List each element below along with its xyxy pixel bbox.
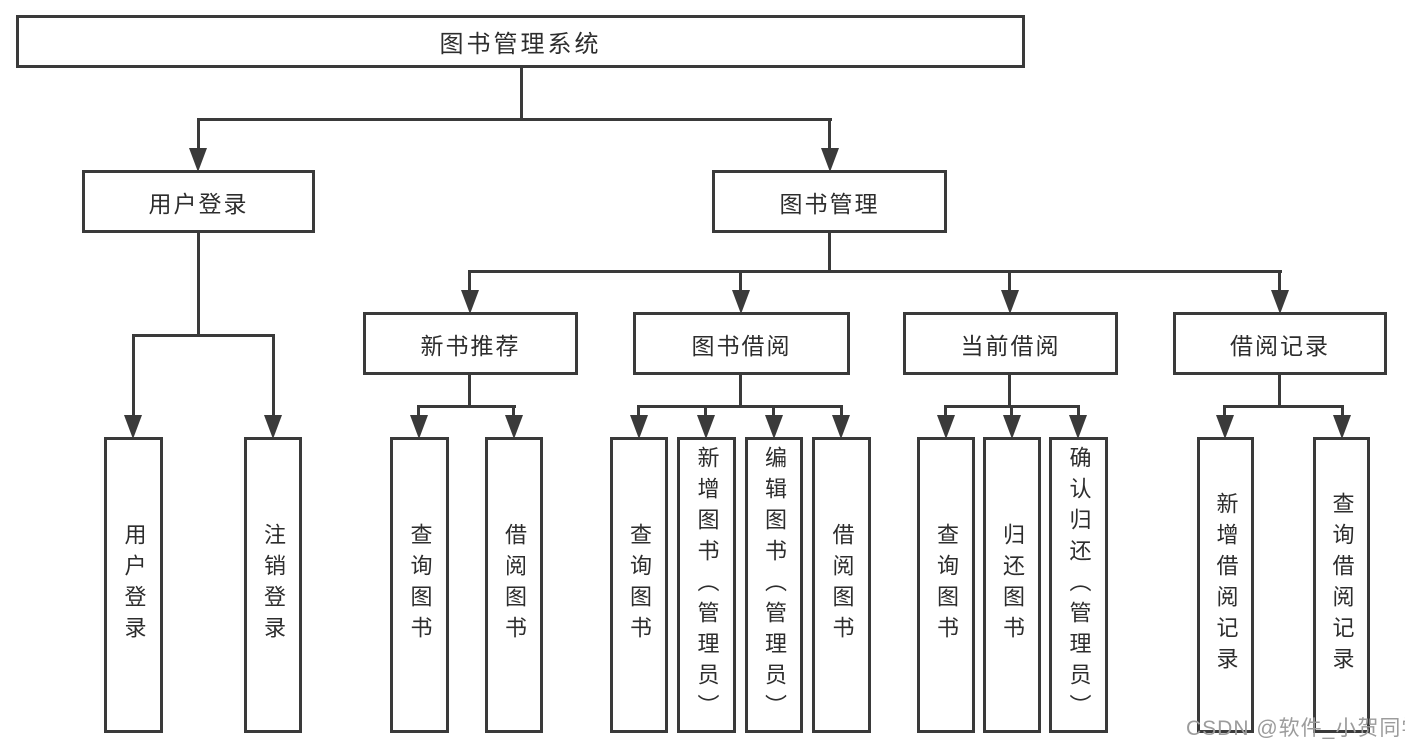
leaf-newbook-borrow-books: 借阅图书 (485, 437, 543, 733)
leaf-current-query-books: 查询图书 (917, 437, 975, 733)
connector-line (520, 68, 523, 121)
arrow-down-icon (505, 415, 523, 439)
connector-line (944, 405, 947, 417)
leaf-label: 新增图书（管理员） (694, 445, 720, 725)
connector-line (1077, 405, 1080, 417)
leaf-label: 查询图书 (407, 523, 433, 647)
leaf-label: 查询借阅记录 (1329, 492, 1355, 678)
leaf-user-login: 用户登录 (104, 437, 163, 733)
node-book-management: 图书管理 (712, 170, 947, 233)
leaf-label: 查询图书 (934, 523, 959, 647)
leaf-label: 查询图书 (627, 523, 652, 647)
connector-line (828, 232, 831, 273)
arrow-down-icon (189, 148, 207, 172)
connector-line (704, 405, 707, 417)
csdn-watermark: CSDN @软件_小贺同学 (1186, 717, 1405, 740)
connector-line (272, 334, 275, 417)
leaf-label: 归还图书 (1000, 523, 1025, 647)
connector-line (1278, 270, 1281, 292)
arrow-down-icon (1069, 415, 1087, 439)
node-current-borrowing: 当前借阅 (903, 312, 1118, 375)
connector-line (132, 334, 135, 417)
connector-line (468, 270, 1282, 273)
leaf-records-add-record: 新增借阅记录 (1197, 437, 1254, 733)
node-borrowing-records: 借阅记录 (1173, 312, 1387, 375)
connector-line (739, 374, 742, 408)
connector-line (468, 374, 471, 408)
arrow-down-icon (1333, 415, 1351, 439)
leaf-label: 编辑图书（管理员） (762, 445, 787, 725)
leaf-borrowing-edit-books-admin: 编辑图书（管理员） (745, 437, 803, 733)
leaf-current-return-books: 归还图书 (983, 437, 1041, 733)
connector-line (840, 405, 843, 417)
node-book-borrowing: 图书借阅 (633, 312, 850, 375)
arrow-down-icon (697, 415, 715, 439)
arrow-down-icon (732, 290, 750, 314)
leaf-records-query-record: 查询借阅记录 (1313, 437, 1370, 733)
connector-line (417, 405, 516, 408)
arrow-down-icon (821, 148, 839, 172)
connector-line (1223, 405, 1344, 408)
leaf-newbook-query-books: 查询图书 (390, 437, 449, 733)
arrow-down-icon (410, 415, 428, 439)
arrow-down-icon (1003, 415, 1021, 439)
leaf-logout: 注销登录 (244, 437, 302, 733)
connector-line (132, 334, 275, 337)
arrow-down-icon (832, 415, 850, 439)
connector-line (197, 118, 200, 150)
connector-line (512, 405, 515, 417)
connector-line (197, 233, 200, 336)
arrow-down-icon (1216, 415, 1234, 439)
leaf-borrowing-borrow-books: 借阅图书 (812, 437, 871, 733)
connector-line (1341, 405, 1344, 417)
connector-line (1010, 405, 1013, 417)
connector-line (417, 405, 420, 417)
arrow-down-icon (630, 415, 648, 439)
node-user-login: 用户登录 (82, 170, 315, 233)
connector-line (1223, 405, 1226, 417)
connector-line (637, 405, 640, 417)
connector-line (1278, 374, 1281, 408)
arrow-down-icon (765, 415, 783, 439)
connector-line (468, 270, 471, 292)
node-new-book-recommend: 新书推荐 (363, 312, 578, 375)
leaf-label: 借阅图书 (502, 523, 527, 647)
leaf-borrowing-query-books: 查询图书 (610, 437, 668, 733)
leaf-label: 注销登录 (261, 523, 286, 647)
connector-line (197, 118, 832, 121)
connector-line (772, 405, 775, 417)
connector-line (1008, 374, 1011, 408)
leaf-label: 确认归还（管理员） (1066, 445, 1092, 725)
arrow-down-icon (1001, 290, 1019, 314)
connector-line (1008, 270, 1011, 292)
connector-line (739, 270, 742, 292)
arrow-down-icon (124, 415, 142, 439)
connector-line (637, 405, 843, 408)
leaf-current-confirm-return-admin: 确认归还（管理员） (1049, 437, 1108, 733)
leaf-label: 借阅图书 (829, 523, 855, 647)
arrow-down-icon (1271, 290, 1289, 314)
arrow-down-icon (461, 290, 479, 314)
leaf-label: 新增借阅记录 (1213, 492, 1239, 678)
node-root-library-system: 图书管理系统 (16, 15, 1025, 68)
arrow-down-icon (264, 415, 282, 439)
leaf-borrowing-add-books-admin: 新增图书（管理员） (677, 437, 736, 733)
connector-line (828, 118, 831, 150)
arrow-down-icon (937, 415, 955, 439)
leaf-label: 用户登录 (121, 523, 147, 647)
